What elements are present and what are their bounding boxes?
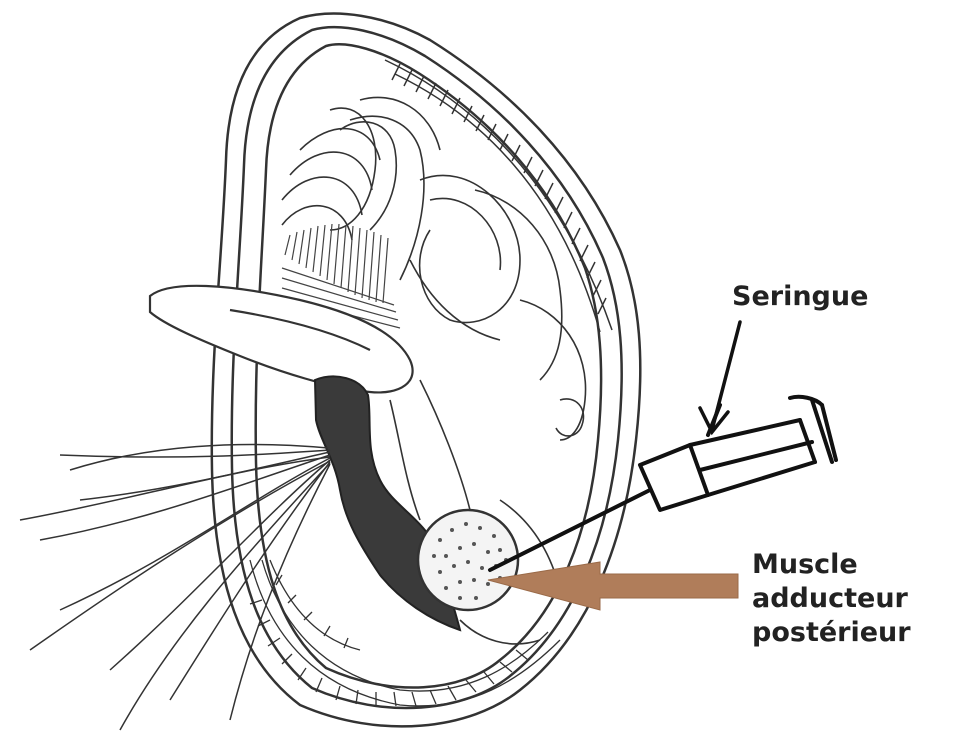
posterior-adductor-muscle <box>418 510 518 610</box>
syringe-label: Seringue <box>732 280 868 314</box>
foot-organ <box>150 286 413 393</box>
syringe-drawing <box>490 397 836 570</box>
syringe-pointer-arrow <box>700 322 740 432</box>
muscle-label-line-3: postérieur <box>752 616 911 650</box>
muscle-label-line-1: Muscle <box>752 548 911 582</box>
muscle-pointer-arrow <box>488 562 738 610</box>
muscle-label: Muscle adducteur postérieur <box>752 548 911 650</box>
hinge-ribs <box>385 60 612 332</box>
muscle-label-line-2: adducteur <box>752 582 911 616</box>
